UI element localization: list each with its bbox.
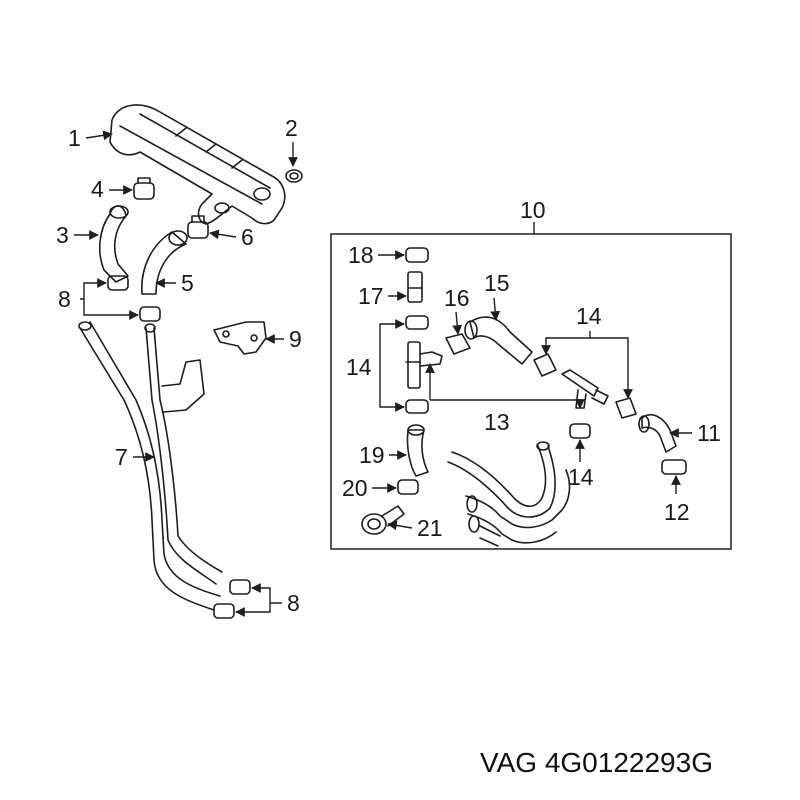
coolant-hose-15 — [464, 316, 533, 365]
callout-13: 13 — [425, 363, 585, 435]
callout-12-label: 12 — [664, 499, 690, 525]
hose-clamp-8-lower-b — [213, 603, 235, 619]
callout-8-lower: 8 — [235, 583, 300, 617]
callout-7: 7 — [115, 444, 155, 470]
hose-clamp-14-left-bottom — [405, 399, 429, 414]
connector-17 — [407, 271, 423, 303]
hose-clamp-14-mid — [533, 353, 557, 377]
callout-1-label: 1 — [68, 125, 81, 151]
coolant-valve-21 — [361, 505, 405, 535]
callout-1: 1 — [68, 125, 113, 151]
callout-14-left: 14 — [346, 319, 405, 412]
callout-19-label: 19 — [359, 442, 385, 468]
hose-clamp-14-left-top — [405, 315, 429, 330]
callout-3: 3 — [56, 222, 99, 248]
callout-21-label: 21 — [417, 515, 443, 541]
callout-20: 20 — [342, 475, 397, 501]
mounting-bracket — [213, 321, 267, 355]
callout-8-upper: 8 — [58, 278, 139, 320]
hose-pipe-assembly — [447, 441, 571, 547]
coolant-hose-5 — [141, 230, 188, 295]
callout-3-label: 3 — [56, 222, 69, 248]
callout-6: 6 — [209, 224, 254, 250]
callout-14-top: 14 — [541, 303, 633, 399]
callout-9-label: 9 — [289, 326, 302, 352]
hose-clamp-8-upper-a — [107, 275, 129, 291]
hose-clamp-6 — [187, 215, 209, 239]
o-ring — [285, 169, 303, 183]
detail-box: 10 — [330, 197, 732, 550]
callout-7-label: 7 — [115, 444, 128, 470]
part-number-caption: VAG 4G0122293G — [480, 747, 713, 778]
callout-16: 16 — [444, 285, 470, 335]
callout-8-upper-label: 8 — [58, 286, 71, 312]
coolant-pipe-manifold — [109, 104, 286, 225]
t-connector-13-left — [405, 341, 443, 389]
callout-16-label: 16 — [444, 285, 470, 311]
callout-15-label: 15 — [484, 270, 510, 296]
callout-12: 12 — [664, 475, 690, 525]
hose-clamp-8-lower-a — [229, 579, 251, 595]
hose-clamp-4 — [133, 177, 155, 200]
callout-2: 2 — [285, 115, 298, 167]
callout-17: 17 — [358, 283, 407, 309]
callout-2-label: 2 — [285, 115, 298, 141]
coolant-hose-11 — [638, 414, 677, 453]
coolant-hose-19 — [406, 424, 429, 477]
hose-clamp-14-lower — [569, 423, 591, 439]
callout-10-label: 10 — [520, 197, 546, 223]
coolant-hose-3 — [98, 205, 129, 283]
callout-18-label: 18 — [348, 242, 374, 268]
hose-clamp-12 — [661, 459, 687, 475]
hose-clamp-8-upper-b — [139, 306, 161, 322]
hose-clamp-14-right — [615, 397, 637, 419]
callout-5-label: 5 — [181, 270, 194, 296]
callout-14-lower: 14 — [568, 439, 594, 490]
callout-6-label: 6 — [241, 224, 254, 250]
callout-13-label: 13 — [484, 409, 510, 435]
callout-14-left-label: 14 — [346, 354, 372, 380]
callout-19: 19 — [359, 442, 407, 468]
callout-11-label: 11 — [697, 420, 721, 446]
coolant-pipe-long — [78, 321, 223, 611]
hose-clamp-18 — [405, 247, 429, 263]
callout-15: 15 — [484, 270, 510, 321]
callout-5: 5 — [155, 270, 194, 296]
hose-clamp-20 — [397, 479, 419, 495]
callout-17-label: 17 — [358, 283, 384, 309]
callout-9: 9 — [265, 326, 302, 352]
callout-18: 18 — [348, 242, 405, 268]
callout-4: 4 — [91, 176, 133, 202]
callout-8-lower-label: 8 — [287, 590, 300, 616]
callout-14-top-label: 14 — [576, 303, 602, 329]
callout-14-lower-label: 14 — [568, 464, 594, 490]
t-connector-13-right — [561, 369, 609, 409]
callout-20-label: 20 — [342, 475, 368, 501]
callout-11: 11 — [669, 420, 721, 446]
callout-4-label: 4 — [91, 176, 104, 202]
callout-21: 21 — [387, 515, 443, 541]
hose-clamp-16 — [445, 333, 471, 355]
